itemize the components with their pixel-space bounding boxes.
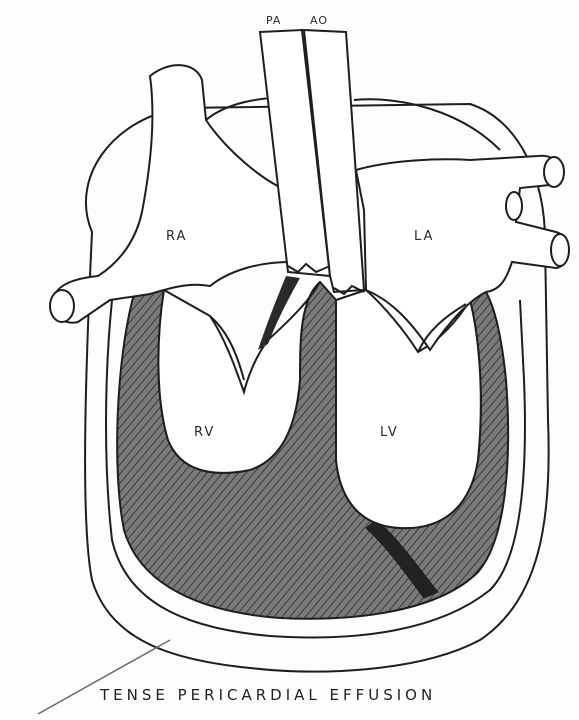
label-ao: AO	[310, 14, 328, 27]
label-lv: LV	[380, 425, 399, 440]
pulmonary-vein-opening-mid	[506, 192, 522, 220]
vena-cava-opening	[50, 290, 74, 322]
label-la: LA	[414, 229, 434, 244]
caption: TENSE PERICARDIAL EFFUSION	[100, 686, 579, 704]
pulmonary-vein-opening-upper	[544, 157, 564, 187]
label-rv: RV	[194, 425, 215, 440]
pulmonary-vein-opening-lower	[551, 234, 569, 266]
left-ventricle-chamber	[336, 290, 481, 528]
label-ra: RA	[166, 229, 187, 244]
label-pa: PA	[266, 14, 281, 27]
right-atrium	[53, 65, 290, 323]
